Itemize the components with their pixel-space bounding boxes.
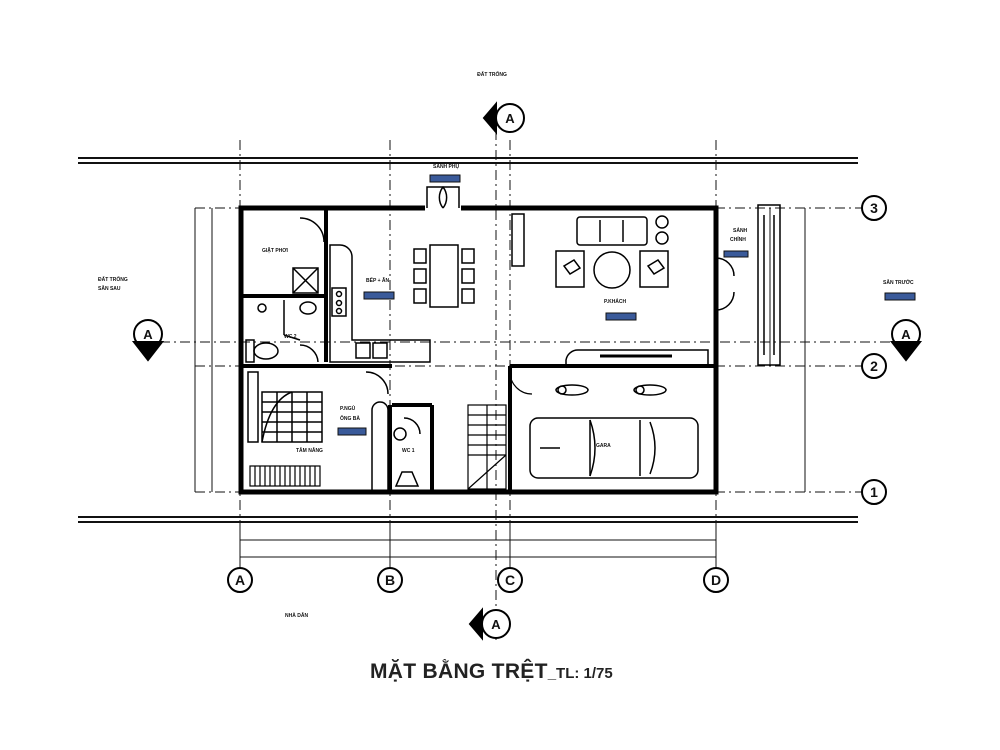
level-tags — [337, 174, 916, 436]
section-marker-top — [482, 101, 525, 135]
kitchen-fixtures — [329, 244, 431, 363]
section-label-top: A — [505, 111, 515, 126]
room-living: P.KHÁCH — [604, 298, 627, 305]
room-garage: GARA — [596, 443, 611, 449]
site-boundary — [78, 157, 858, 523]
room-side-entry: SẢNH PHỤ — [433, 163, 460, 170]
grid-bubbles — [227, 195, 887, 593]
section-label-right: A — [901, 327, 911, 342]
room-wc1: WC 1 — [402, 448, 415, 454]
dimension-lines — [194, 208, 806, 567]
drawing-title: MẶT BẰNG TRỆT_TL: 1/75 — [370, 660, 613, 684]
grid-col-a: A — [235, 572, 245, 588]
room-wc2: WC 2 — [284, 334, 297, 340]
living-furniture — [555, 215, 709, 366]
bedroom-furniture — [247, 371, 389, 490]
wc2-fixtures — [245, 339, 319, 363]
section-marker-left — [131, 319, 165, 362]
room-bedroom-2: ÔNG BÀ — [340, 414, 360, 422]
label-top-land: ĐẤT TRỐNG — [477, 71, 507, 78]
staircase — [467, 371, 533, 490]
grid-row-1: 1 — [870, 484, 878, 500]
label-neighbor: NHÀ DÂN — [285, 612, 308, 619]
section-marker-right — [889, 319, 923, 362]
main-entry — [715, 204, 781, 366]
section-marker-bottom — [468, 607, 511, 641]
drawing-title-main: MẶT BẰNG TRỆT — [370, 660, 548, 683]
grid-row-2: 2 — [870, 358, 878, 374]
label-left-land-1: ĐẤT TRỐNG — [98, 276, 128, 283]
room-bedroom-1: P.NGỦ — [340, 405, 356, 412]
section-label-left: A — [143, 327, 153, 342]
label-left-land-2: SÂN SAU — [98, 285, 121, 292]
room-sunbath: TẮM NẮNG — [296, 446, 323, 454]
side-entry-door — [426, 186, 460, 209]
drawing-scale: _TL: 1/75 — [547, 665, 613, 682]
grid-col-c: C — [505, 572, 515, 588]
room-entry-2: CHÍNH — [730, 235, 746, 243]
garage-vehicles — [529, 384, 699, 479]
label-front-yard: SÂN TRƯỚC — [883, 278, 914, 286]
grid-row-3: 3 — [870, 200, 878, 216]
interior-walls — [241, 208, 718, 492]
axis-lines — [140, 110, 905, 640]
room-entry-1: SẢNH — [733, 227, 748, 234]
room-laundry: GIẶT PHƠI — [262, 247, 289, 254]
dining-table — [413, 244, 475, 308]
grid-col-b: B — [385, 572, 395, 588]
room-kitchen: BẾP + ĂN — [366, 277, 389, 284]
wc1-fixtures — [393, 417, 421, 487]
section-label-bottom: A — [491, 617, 501, 632]
laundry-fixtures — [257, 217, 325, 341]
storage-shelf — [511, 213, 525, 267]
grid-col-d: D — [711, 572, 721, 588]
sunbath-grille — [249, 465, 321, 487]
